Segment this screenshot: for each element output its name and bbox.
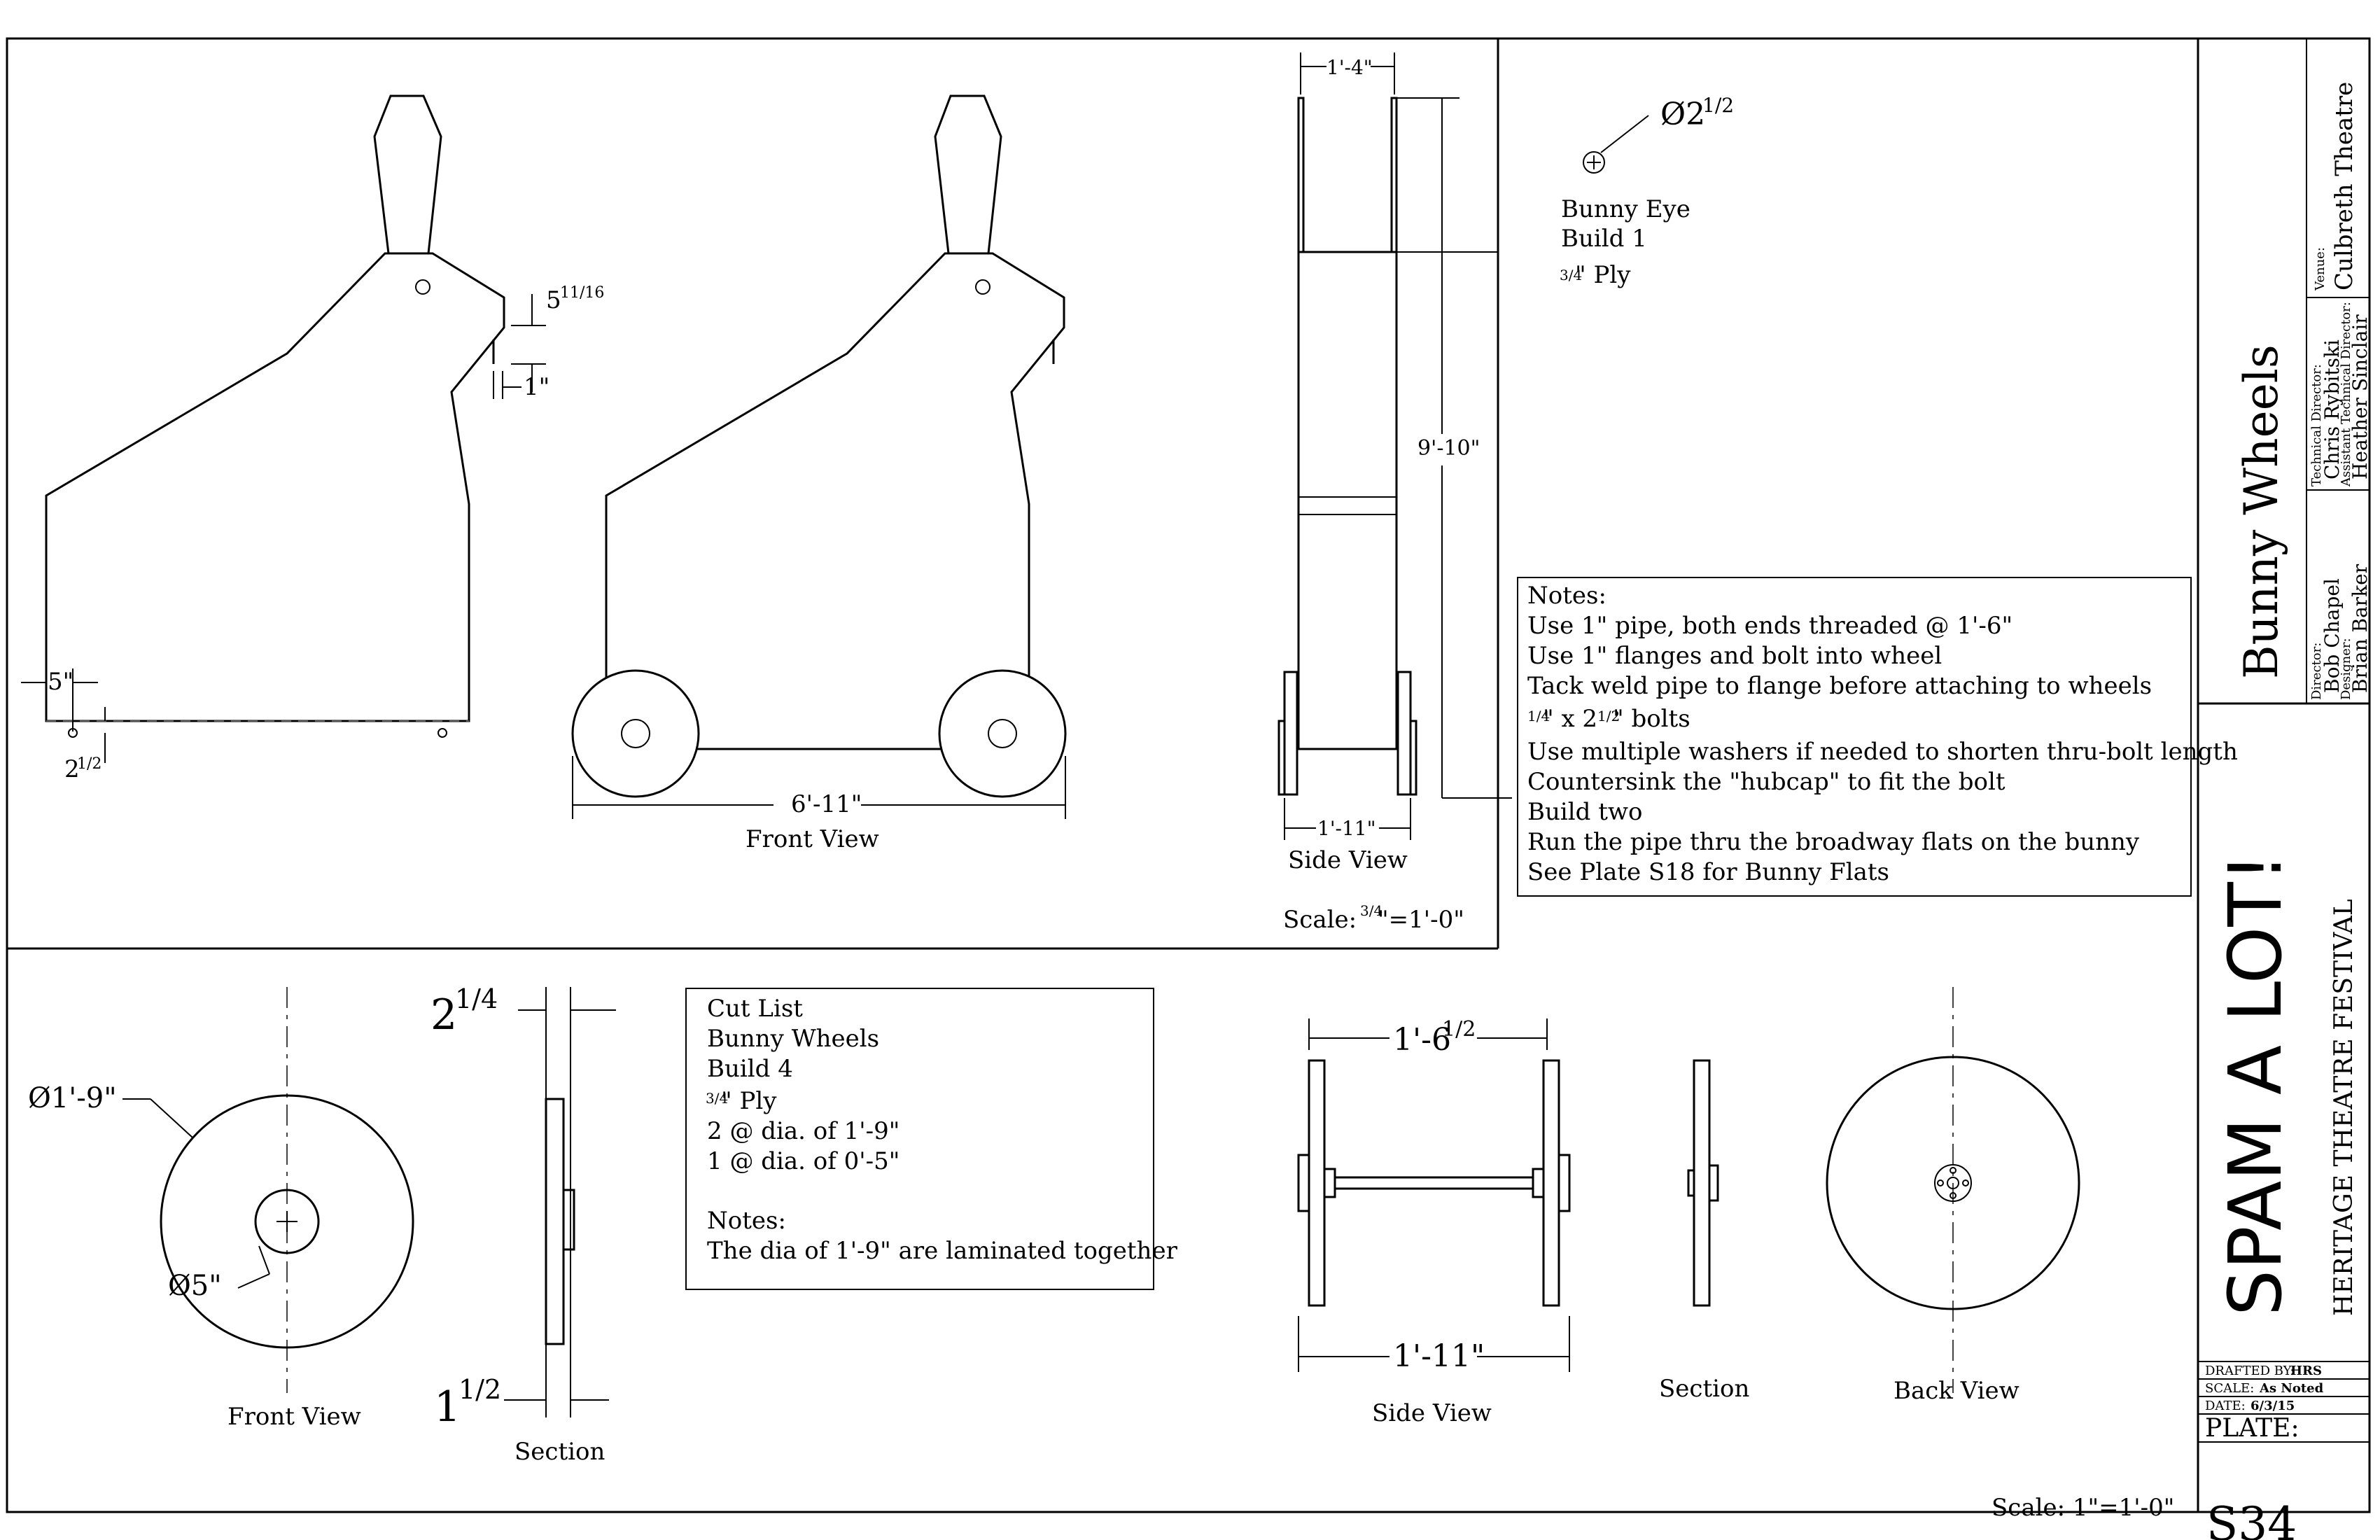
top-scale-frac: 3/4 — [1360, 902, 1382, 919]
wheel-front-label: Front View — [227, 1403, 361, 1431]
front-view-label: Front View — [746, 825, 879, 853]
notes-top-line-8: Run the pipe thru the broadway flats on … — [1527, 828, 2140, 856]
side-top-width-dim: 1'-4" — [1326, 56, 1373, 79]
wheel-inner-dia: Ø5" — [168, 1270, 222, 1302]
cut-list-note: The dia of 1'-9" are laminated together — [707, 1237, 1178, 1265]
cut-list-build: Build 4 — [707, 1055, 793, 1083]
eye-diameter-frac: 1/2 — [1702, 94, 1734, 117]
director-label: Director: — [2309, 643, 2324, 700]
side-height-dim: 9'-10" — [1418, 436, 1480, 461]
axle-top-dim: 1'-6 — [1393, 1022, 1451, 1058]
edge-offset-dim: 5" — [48, 668, 74, 696]
axle-side-view: 1'-6 1/2 1'-11" Side View — [1297, 1017, 1571, 1427]
ear-height-dim: 5 — [546, 286, 561, 314]
wheel-outer-dia: Ø1'-9" — [28, 1082, 117, 1114]
atd-name: Heather Sinclair — [2348, 314, 2372, 479]
eye-build: Build 1 — [1561, 225, 1647, 253]
wheel-back-label: Back View — [1893, 1377, 2019, 1405]
plate-label: PLATE: — [2205, 1414, 2300, 1443]
drawing-title: Bunny Wheels — [2234, 344, 2288, 679]
eye-diameter: Ø2 — [1660, 97, 1705, 132]
scale-value: As Noted — [2259, 1381, 2324, 1396]
cut-list-box: Cut List Bunny Wheels Build 4 3/4 " Ply … — [685, 988, 1178, 1290]
side-bottom-width-dim: 1'-11" — [1317, 817, 1376, 840]
cut-list-ply: " Ply — [721, 1087, 777, 1115]
sheet-border — [6, 37, 2371, 1513]
drafted-value: HRS — [2290, 1364, 2322, 1378]
cut-list-title: Cut List — [707, 995, 803, 1023]
top-scale-label: Scale: — [1283, 906, 1357, 934]
ear-width-dim: 1" — [524, 373, 550, 401]
bunny-front-view: 6'-11" Front View — [571, 94, 1067, 853]
notes-top-title: Notes: — [1527, 582, 1606, 610]
notes-top-line-9: See Plate S18 for Bunny Flats — [1527, 858, 1889, 886]
notes-top-line-2: Use 1" flanges and bolt into wheel — [1527, 642, 1942, 670]
cut-list-item-1: 2 @ dia. of 1'-9" — [707, 1117, 899, 1145]
side-view-label: Side View — [1288, 846, 1408, 874]
bottom-offset-frac: 1/2 — [77, 755, 102, 773]
scale-label: SCALE: — [2205, 1381, 2254, 1396]
wheel-back-view: Back View — [1826, 987, 2080, 1405]
cut-list-item-name: Bunny Wheels — [707, 1025, 879, 1053]
section-bottom-thk-frac: 1/2 — [458, 1374, 501, 1405]
bottom-scale-label: Scale: 1"=1'-0" — [1991, 1494, 2174, 1522]
eye-ply: " Ply — [1575, 261, 1631, 289]
cut-list-ply-frac: 3/4 — [706, 1090, 728, 1107]
td-name: Chris Rybitski — [2320, 340, 2344, 479]
notes-top-line-6: Countersink the "hubcap" to fit the bolt — [1527, 768, 2005, 796]
section-bottom-thk: 1 — [434, 1382, 461, 1432]
date-label: DATE: — [2205, 1399, 2246, 1413]
axle-section-view: Section — [1659, 1059, 1749, 1403]
section-top-thk: 2 — [430, 990, 457, 1040]
td-label: Technical Director: — [2309, 364, 2324, 486]
date-value: 6/3/15 — [2250, 1399, 2295, 1413]
designer-label: Designer: — [2339, 638, 2353, 700]
axle-top-dim-frac: 1/2 — [1442, 1017, 1476, 1042]
cut-list-notes-title: Notes: — [707, 1207, 786, 1235]
bolt-frac-2: 1/2 — [1597, 708, 1620, 724]
bolt-frac-1: 1/4 — [1527, 708, 1550, 724]
notes-top-line-1: Use 1" pipe, both ends threaded @ 1'-6" — [1527, 612, 2012, 640]
notes-top-line-4: " x 2 — [1543, 705, 1597, 733]
venue-label: Venue: — [2313, 247, 2328, 291]
notes-top-line-7: Build two — [1527, 798, 1642, 826]
axle-side-label: Side View — [1372, 1399, 1492, 1427]
drafted-label: DRAFTED BY: — [2205, 1364, 2294, 1378]
bunny-profile-view: 5 11/16 1" 5" 2 1/2 — [21, 94, 604, 783]
bolt-tail: " bolts — [1613, 705, 1690, 733]
axle-section-label: Section — [1659, 1375, 1749, 1403]
wheel-section-view: 2 1/4 1 1/2 Section — [430, 983, 616, 1466]
eye-label: Bunny Eye — [1561, 195, 1690, 223]
bunny-side-view: 1'-4" 9'-10" 1'-11" Side View Scale: 3/4… — [1278, 52, 1512, 934]
cut-list-item-2: 1 @ dia. of 0'-5" — [707, 1147, 899, 1175]
notes-top-box: Notes: Use 1" pipe, both ends threaded @… — [1517, 577, 2238, 897]
axle-bottom-dim: 1'-11" — [1393, 1338, 1485, 1374]
bottom-offset-dim: 2 — [64, 755, 80, 783]
atd-label: Assistant Technical Director: — [2339, 302, 2353, 487]
section-top-thk-frac: 1/4 — [455, 983, 498, 1014]
wheel-front-view: Ø1'-9" Ø5" Front View — [28, 987, 414, 1431]
notes-top-line-3: Tack weld pipe to flange before attachin… — [1527, 672, 2152, 700]
festival-name: HERITAGE THEATRE FESTIVAL — [2330, 899, 2358, 1316]
top-scale-rest: "=1'-0" — [1378, 906, 1464, 934]
plate-number: S34 — [2206, 1497, 2297, 1540]
show-title: SPAM A LOT! — [2213, 853, 2298, 1316]
venue-name: Culbreth Theatre — [2330, 82, 2358, 290]
bunny-eye-detail: Ø2 1/2 Bunny Eye Build 1 3/4 " Ply — [1560, 94, 1734, 289]
front-width-dim: 6'-11" — [791, 790, 862, 818]
title-block: Venue: Culbreth Theatre Technical Direct… — [2197, 37, 2372, 1540]
director-name: Bob Chapel — [2320, 578, 2344, 693]
ear-height-frac: 11/16 — [560, 284, 604, 302]
designer-name: Brian Barker — [2348, 564, 2372, 693]
wheel-section-label: Section — [514, 1438, 605, 1466]
eye-ply-frac: 3/4 — [1560, 267, 1582, 284]
notes-top-line-5: Use multiple washers if needed to shorte… — [1527, 738, 2238, 766]
